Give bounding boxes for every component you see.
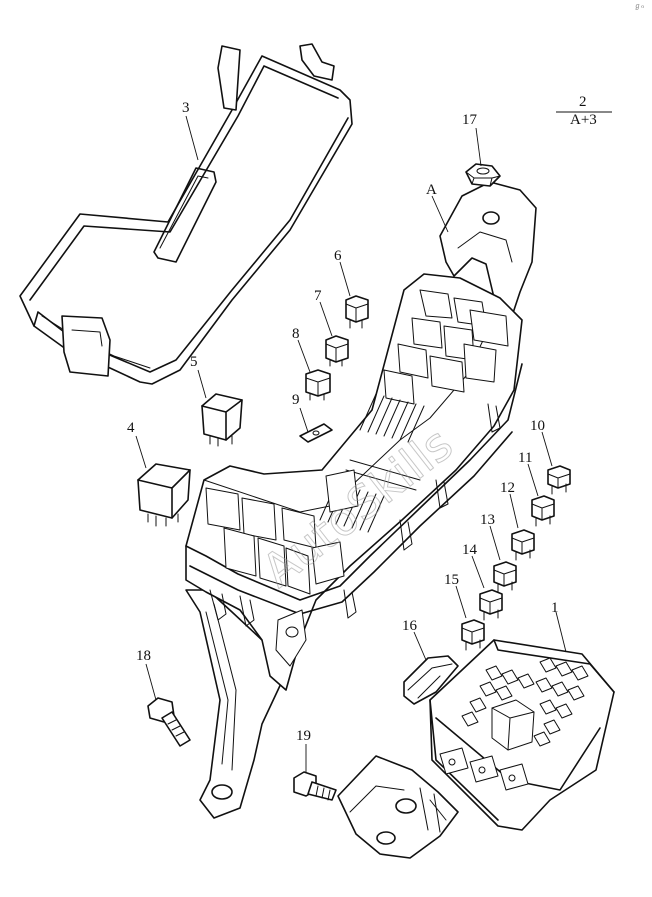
callout-3: 3 bbox=[182, 100, 190, 116]
callout-12: 12 bbox=[500, 480, 515, 496]
callout-18: 18 bbox=[136, 648, 151, 664]
fuse-rows bbox=[319, 393, 425, 533]
bolt-part-19 bbox=[293, 771, 337, 801]
mini-fuse-part-10 bbox=[547, 465, 571, 495]
mini-fuse-part-15 bbox=[461, 619, 485, 651]
callout-2: 2 bbox=[579, 94, 587, 110]
callout-2-sub: A+3 bbox=[570, 112, 597, 128]
relay-cluster-top bbox=[383, 289, 509, 405]
relay-part-5 bbox=[201, 393, 243, 447]
aux-fuse-box-part-1 bbox=[429, 639, 615, 831]
callout-10: 10 bbox=[530, 418, 545, 434]
relay-part-4 bbox=[137, 463, 191, 527]
main-fuse-box-assembly bbox=[185, 181, 537, 819]
relay-cluster-lower bbox=[205, 469, 359, 595]
mini-fuse-part-14 bbox=[479, 589, 503, 621]
callout-A: A bbox=[426, 182, 437, 198]
bolt-part-18 bbox=[147, 697, 191, 747]
aux-box-mount-base bbox=[337, 755, 459, 859]
callout-14: 14 bbox=[462, 542, 478, 558]
callout-9: 9 bbox=[292, 392, 300, 408]
fuse-part-6 bbox=[345, 295, 369, 329]
callout-1: 1 bbox=[551, 600, 559, 616]
callout-17: 17 bbox=[462, 112, 478, 128]
aux-fuse-slots bbox=[461, 657, 589, 747]
callout-8: 8 bbox=[292, 326, 300, 342]
callout-19: 19 bbox=[296, 728, 311, 744]
callout-labels: 1 2 A+3 3 4 5 6 7 8 9 10 11 12 13 14 15 … bbox=[127, 94, 597, 744]
fuse-puller-part-16 bbox=[403, 655, 459, 705]
callout-4: 4 bbox=[127, 420, 135, 436]
mini-fuse-part-11 bbox=[531, 495, 555, 527]
fuse-part-7 bbox=[325, 335, 349, 367]
callout-13: 13 bbox=[480, 512, 495, 528]
callout-11: 11 bbox=[518, 450, 532, 466]
callout-5: 5 bbox=[190, 354, 198, 370]
corner-mark: ℊℴ bbox=[634, 2, 644, 11]
callout-7: 7 bbox=[314, 288, 322, 304]
fuse-holder-part-9 bbox=[299, 423, 333, 443]
leader-lines bbox=[135, 111, 612, 772]
callout-6: 6 bbox=[334, 248, 342, 264]
nut-part-17 bbox=[465, 163, 501, 187]
mini-fuse-part-12 bbox=[511, 529, 535, 561]
callout-16: 16 bbox=[402, 618, 418, 634]
fuse-part-8 bbox=[305, 369, 331, 401]
cover-part-3 bbox=[19, 43, 353, 385]
mini-fuse-part-13 bbox=[493, 561, 517, 593]
callout-15: 15 bbox=[444, 572, 459, 588]
